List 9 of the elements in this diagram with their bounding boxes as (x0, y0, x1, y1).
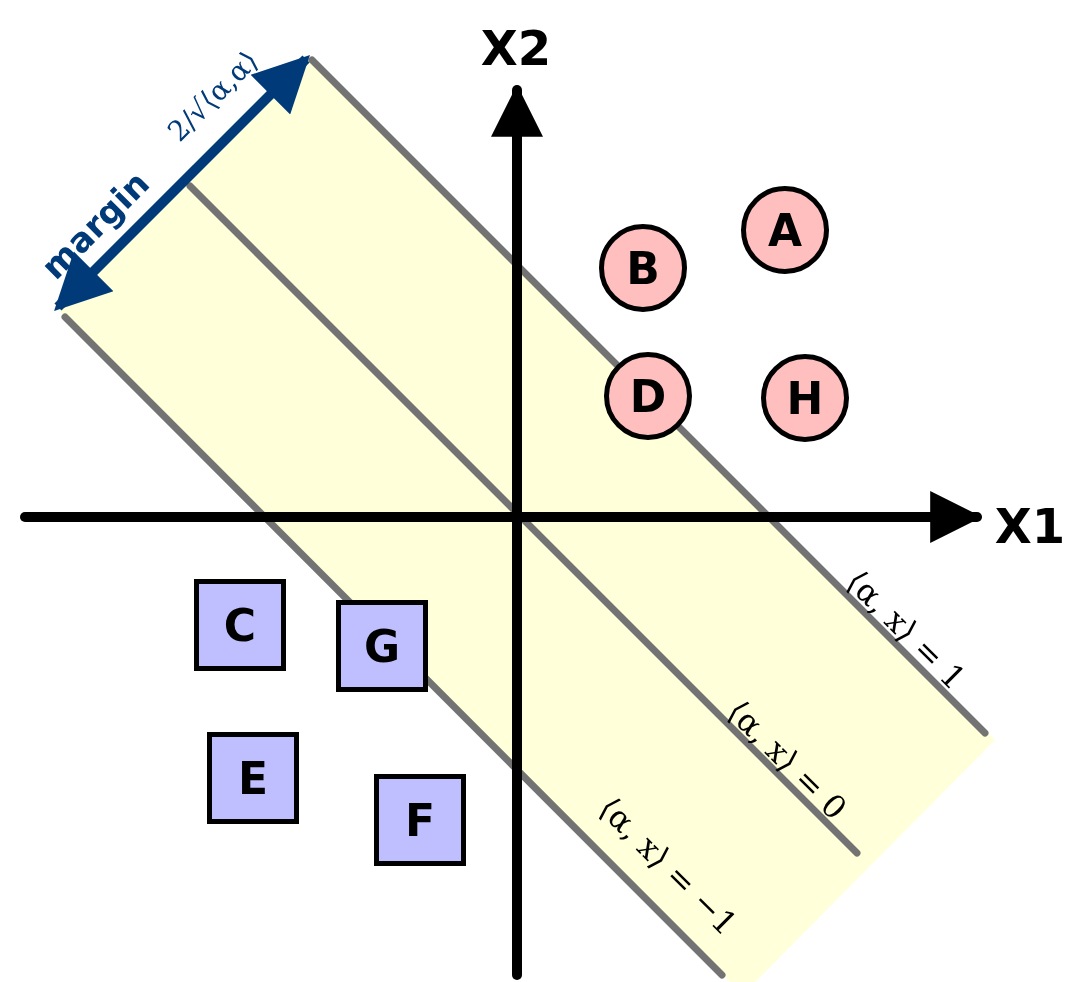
data-point-circle: H (761, 354, 849, 442)
data-point-circle: B (599, 224, 687, 312)
axis-label: X2 (480, 20, 552, 76)
data-point-square: G (336, 600, 428, 692)
data-point-square: C (194, 579, 286, 671)
axis-label: X1 (994, 498, 1066, 554)
data-point-square: E (207, 732, 299, 824)
data-point-square: F (374, 774, 466, 866)
data-point-circle: A (741, 186, 829, 274)
